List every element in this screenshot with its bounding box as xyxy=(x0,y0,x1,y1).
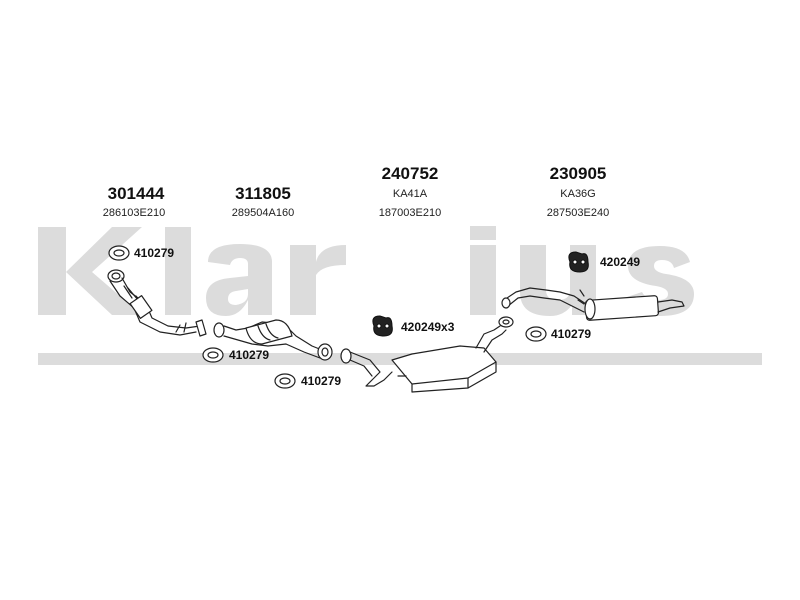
gasket-icon xyxy=(108,245,130,261)
fitting-label[interactable]: 410279 xyxy=(551,327,592,341)
gasket-icon xyxy=(202,347,224,363)
model-code: KA41A xyxy=(392,188,428,200)
part-number-301444[interactable]: 301444 xyxy=(107,184,165,203)
oem-code: 187003E210 xyxy=(378,207,442,219)
fitting-label[interactable]: 420249 xyxy=(600,255,641,269)
oem-code: 287503E240 xyxy=(546,207,610,219)
rear-silencer-230905 xyxy=(501,287,685,321)
catalytic-converter-311805 xyxy=(213,319,333,361)
rubber-mount-icon xyxy=(372,315,393,337)
gasket-icon xyxy=(274,373,296,389)
fitting-label[interactable]: 410279 xyxy=(301,374,342,388)
part-number-311805[interactable]: 311805 xyxy=(235,184,291,203)
part-number-240752[interactable]: 240752 xyxy=(381,164,439,183)
oem-code: 289504A160 xyxy=(231,207,295,219)
fitting-label[interactable]: 420249x3 xyxy=(401,320,455,334)
front-pipe-301444 xyxy=(107,269,207,337)
rubber-mount-icon xyxy=(568,251,589,273)
middle-silencer-240752 xyxy=(340,316,514,393)
oem-code: 286103E210 xyxy=(102,207,166,219)
fitting-label[interactable]: 410279 xyxy=(229,348,270,362)
gasket-icon xyxy=(525,326,547,342)
fitting-label[interactable]: 410279 xyxy=(134,246,175,260)
model-code: KA36G xyxy=(560,188,596,200)
part-number-230905[interactable]: 230905 xyxy=(549,164,607,183)
